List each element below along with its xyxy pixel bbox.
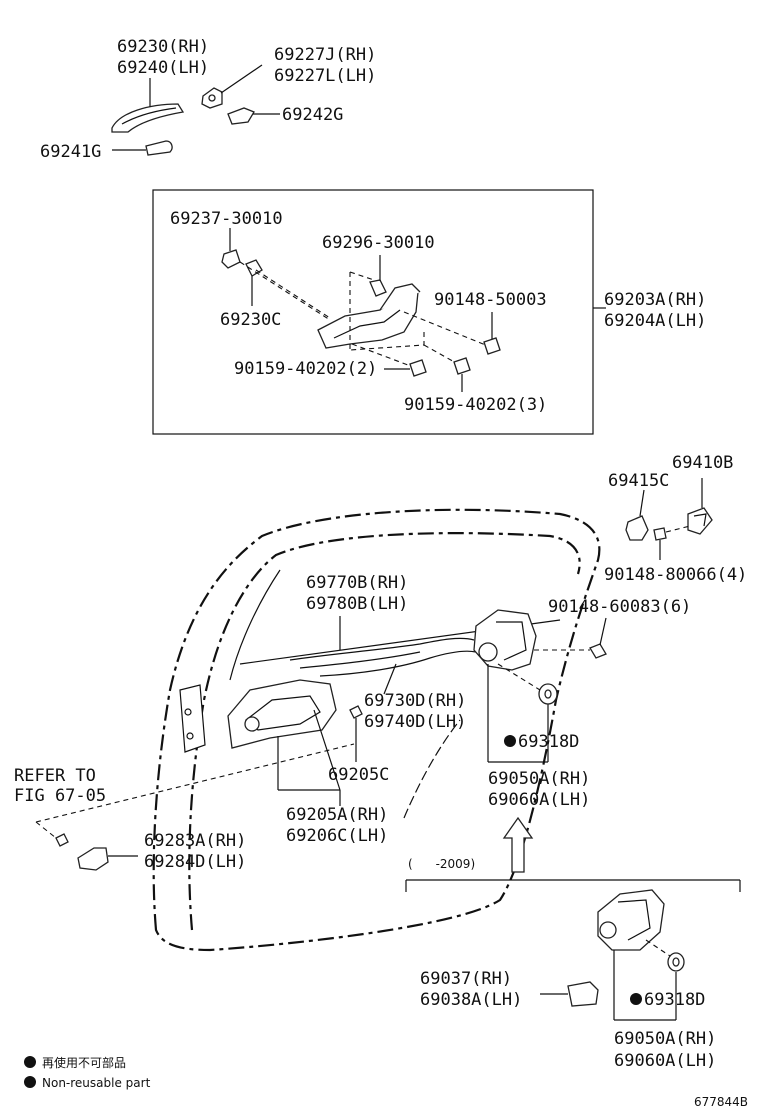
label-69415C: 69415C <box>608 471 669 491</box>
label-69037: 69037(RH) <box>420 969 512 989</box>
gasket-69242G <box>227 107 280 125</box>
label-69318D-a: 69318D <box>518 732 579 752</box>
label-90148-60083: 90148-60083(6) <box>548 597 691 617</box>
label-69060A-b: 69060A(LH) <box>614 1051 716 1071</box>
handle-cap-69241G <box>112 140 173 156</box>
label-69060A-a: 69060A(LH) <box>488 790 590 810</box>
label-69050A-a: 69050A(RH) <box>488 769 590 789</box>
label-69410B: 69410B <box>672 453 733 473</box>
label-69205C: 69205C <box>328 765 389 785</box>
actuator-69037 <box>540 981 599 1007</box>
handle-cover-69227 <box>201 64 263 109</box>
label-69237: 69237-30010 <box>170 209 283 229</box>
label-69730D: 69730D(RH) <box>364 691 466 711</box>
label-69230C: 69230C <box>220 310 281 330</box>
label-69242G: 69242G <box>282 105 343 125</box>
washer-69318D <box>497 663 558 705</box>
label-fig-ref: FIG 67-05 <box>14 786 106 806</box>
frame-parts <box>221 228 501 392</box>
non-reusable-marker <box>504 735 516 747</box>
outside-handle-69230 <box>111 78 185 133</box>
legend-marker <box>24 1056 36 1068</box>
up-arrow <box>502 816 534 873</box>
label-69240: 69240(LH) <box>117 58 209 78</box>
door-lock-69050A-2009 <box>597 889 685 1021</box>
legend-en: Non-reusable part <box>42 1076 151 1090</box>
label-69204A: 69204A(LH) <box>604 311 706 331</box>
striker-69410B <box>653 478 713 560</box>
door-outline <box>152 508 601 952</box>
label-69296: 69296-30010 <box>322 233 435 253</box>
door-lock-69050A <box>473 609 549 763</box>
label-69227L: 69227L(LH) <box>274 66 376 86</box>
label-69205A: 69205A(RH) <box>286 805 388 825</box>
cover-69283A <box>35 743 355 871</box>
label-year-range: ( -2009) <box>408 857 475 871</box>
figure-id: 677844B <box>694 1095 748 1109</box>
label-69227J: 69227J(RH) <box>274 45 376 65</box>
label-69780B: 69780B(LH) <box>306 594 408 614</box>
label-90148-50003: 90148-50003 <box>434 290 547 310</box>
striker-69415C <box>625 489 649 541</box>
non-reusable-marker <box>630 993 642 1005</box>
screw-90148-60083 <box>534 617 607 659</box>
legend-marker <box>24 1076 36 1088</box>
label-69241G: 69241G <box>40 142 101 162</box>
label-69230: 69230(RH) <box>117 37 209 57</box>
inside-handle-69205A <box>227 679 341 806</box>
label-90148-80066: 90148-80066(4) <box>604 565 747 585</box>
range-bracket <box>405 879 741 892</box>
label-69770B: 69770B(RH) <box>306 573 408 593</box>
frame-detail-box <box>152 189 594 435</box>
cables-69770B-69730D <box>289 616 477 695</box>
label-refer-to: REFER TO <box>14 766 96 786</box>
label-90159-3: 90159-40202(3) <box>404 395 547 415</box>
label-69318D-b: 69318D <box>644 990 705 1010</box>
label-69284D: 69284D(LH) <box>144 852 246 872</box>
legend-jp: 再使用不可部品 <box>42 1055 126 1070</box>
label-69283A: 69283A(RH) <box>144 831 246 851</box>
label-69050A-b: 69050A(RH) <box>614 1029 716 1049</box>
label-69206C: 69206C(LH) <box>286 826 388 846</box>
clip-69205C <box>349 705 363 762</box>
label-69740D: 69740D(LH) <box>364 712 466 732</box>
label-90159-2: 90159-40202(2) <box>234 359 377 379</box>
label-69203A: 69203A(RH) <box>604 290 706 310</box>
label-69038A: 69038A(LH) <box>420 990 522 1010</box>
